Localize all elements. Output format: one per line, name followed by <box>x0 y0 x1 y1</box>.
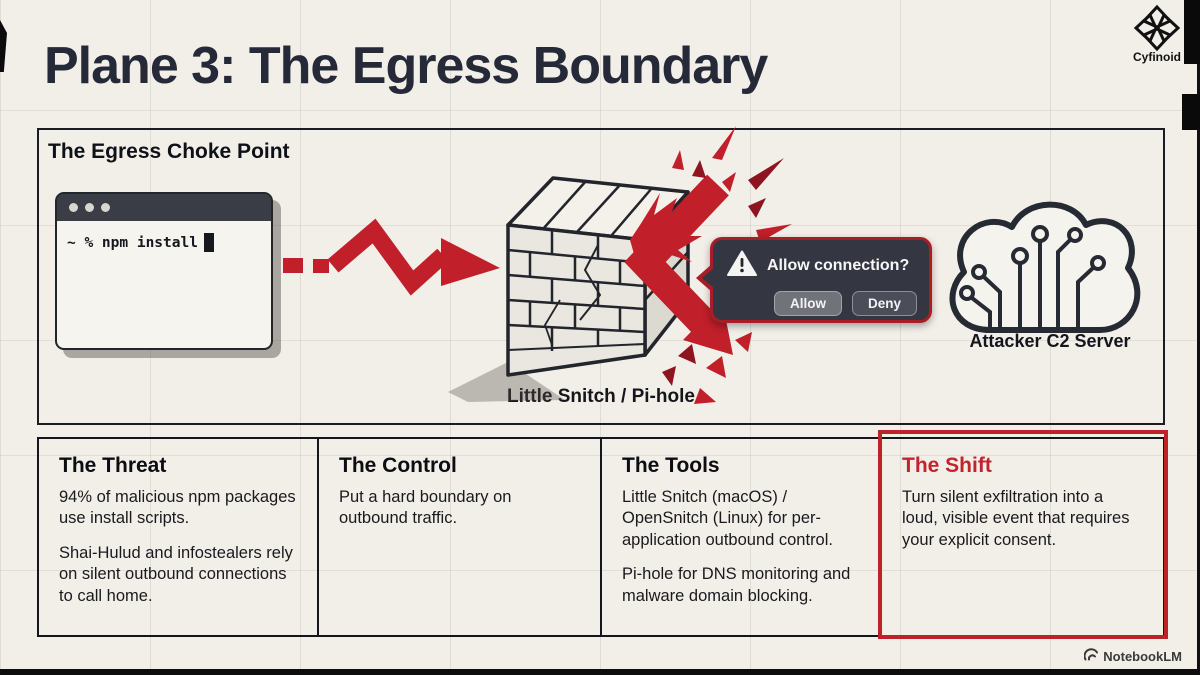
window-dot-icon <box>101 203 110 212</box>
column-heading: The Tools <box>622 454 720 477</box>
deny-button[interactable]: Deny <box>851 291 917 316</box>
terminal-window: ~ % npm install <box>55 192 273 350</box>
column-paragraph: Turn silent exfiltration into a loud, vi… <box>902 488 1130 549</box>
column-paragraph: Shai-Hulud and infostealers rely on sile… <box>59 543 293 605</box>
column-heading: The Control <box>339 454 457 477</box>
diagram-caption: Little Snitch / Pi-hole <box>507 386 695 407</box>
summary-table: The Threat 94% of malicious npm packages… <box>37 437 1165 637</box>
page-title: Plane 3: The Egress Boundary <box>44 37 768 95</box>
allow-button[interactable]: Allow <box>773 291 842 316</box>
letterbox-right-bar <box>1197 0 1200 675</box>
column-threat: The Threat 94% of malicious npm packages… <box>39 439 319 635</box>
cyfinoid-knot-icon <box>1126 4 1188 52</box>
window-dot-icon <box>69 203 78 212</box>
column-heading: The Threat <box>59 454 167 477</box>
letterbox-top-right-block <box>1184 0 1200 64</box>
dialog-title: Allow connection? <box>767 257 910 274</box>
watermark-label: NotebookLM <box>1103 648 1182 664</box>
diagram-heading: The Egress Choke Point <box>48 140 290 163</box>
terminal-titlebar <box>57 194 271 221</box>
notebooklm-icon <box>1083 648 1099 664</box>
terminal-command: ~ % npm install <box>67 234 198 251</box>
column-paragraph: Little Snitch (macOS) / OpenSnitch (Linu… <box>622 488 833 549</box>
allow-connection-dialog: Allow connection? Allow Deny <box>696 237 932 323</box>
terminal-body: ~ % npm install <box>57 221 271 264</box>
warning-triangle-icon <box>727 250 757 282</box>
column-shift: The Shift Turn silent exfiltration into … <box>882 439 1163 635</box>
column-paragraph: 94% of malicious npm packages use instal… <box>59 488 296 528</box>
terminal-cursor <box>203 233 214 252</box>
window-dot-icon <box>85 203 94 212</box>
letterbox-bottom-bar <box>0 669 1200 675</box>
brand-logo: Cyfinoid <box>1126 4 1188 64</box>
column-paragraph: Put a hard boundary on outbound traffic. <box>339 488 512 528</box>
notebooklm-watermark: NotebookLM <box>1083 648 1182 664</box>
cloud-label: Attacker C2 Server <box>969 331 1131 351</box>
egress-diagram-box <box>37 128 1165 425</box>
column-tools: The Tools Little Snitch (macOS) / OpenSn… <box>602 439 882 635</box>
column-paragraph: Pi-hole for DNS monitoring and malware d… <box>622 565 851 605</box>
column-heading: The Shift <box>902 454 992 477</box>
letterbox-left-wedge <box>0 20 7 72</box>
column-control: The Control Put a hard boundary on outbo… <box>319 439 602 635</box>
letterbox-top-right-block-2 <box>1182 94 1200 130</box>
brand-label: Cyfinoid <box>1133 50 1181 64</box>
